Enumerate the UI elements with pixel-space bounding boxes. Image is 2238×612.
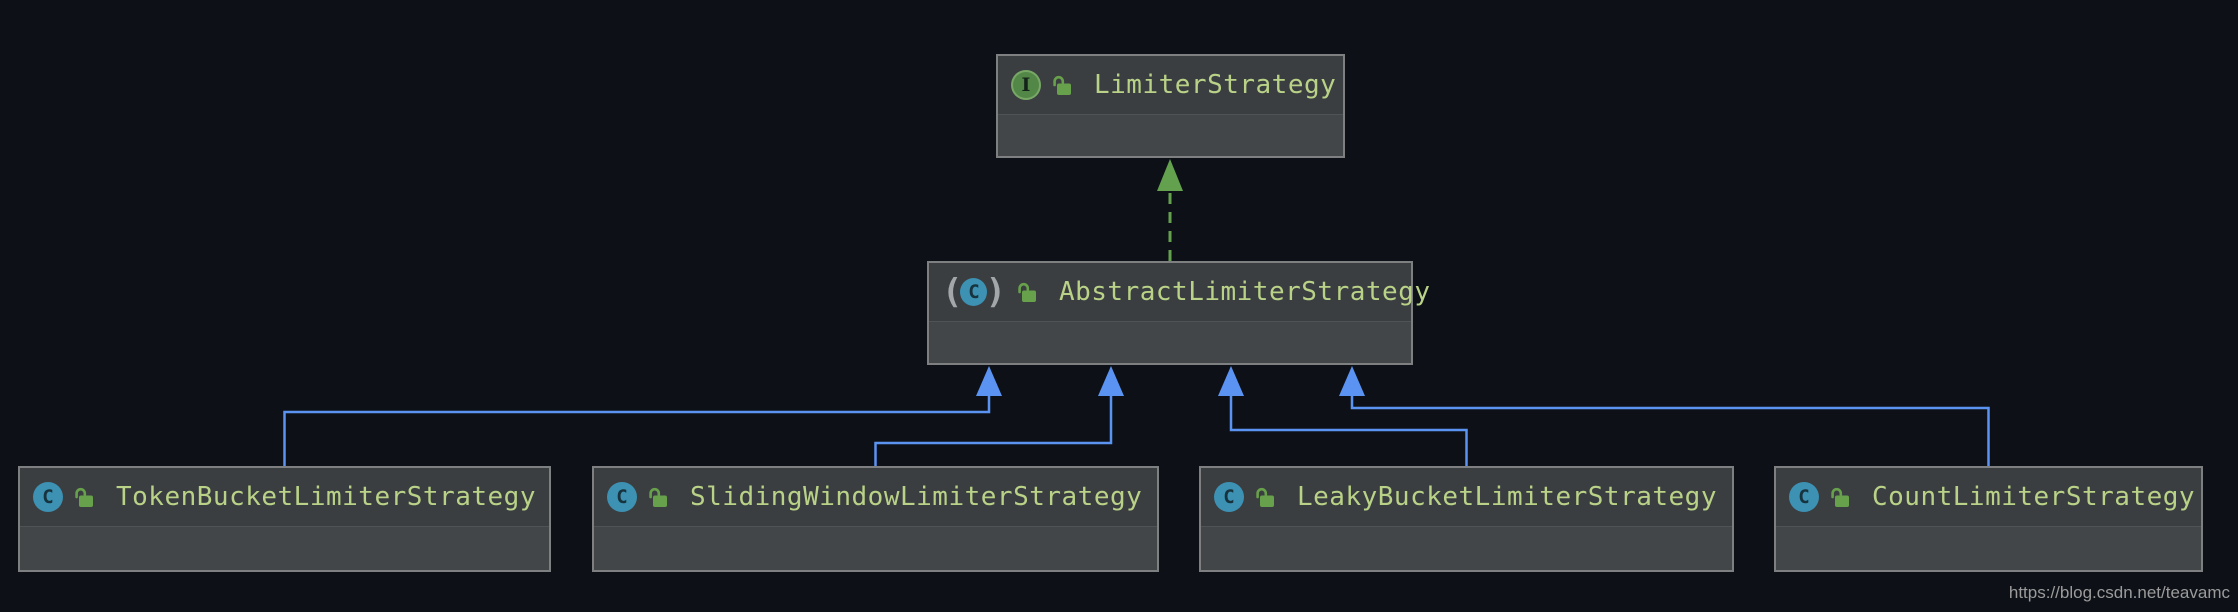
implements-arrowhead-icon	[1157, 159, 1183, 191]
extends-arrowhead-icon	[976, 366, 1002, 396]
node-title: LeakyBucketLimiterStrategy	[1297, 482, 1717, 512]
node-header: ( C ) AbstractLimiterStrategy	[929, 263, 1430, 322]
abstract-paren: (	[942, 272, 963, 312]
class-icon: C	[33, 482, 63, 512]
edge-extends-tokenbucket	[283, 395, 991, 466]
edge-extends-count	[1350, 395, 1990, 466]
class-node-limiterstrategy[interactable]: I LimiterStrategy	[996, 54, 1345, 158]
public-unlocked-icon	[1018, 282, 1036, 302]
class-icon: C	[607, 482, 637, 512]
public-unlocked-icon	[1256, 487, 1274, 507]
node-body	[998, 115, 1343, 156]
node-header: C LeakyBucketLimiterStrategy	[1201, 468, 1732, 527]
node-header: I LimiterStrategy	[998, 56, 1343, 115]
extends-arrowhead-icon	[1098, 366, 1124, 396]
public-unlocked-icon	[649, 487, 667, 507]
class-node-countlimiterstrategy[interactable]: C CountLimiterStrategy	[1774, 466, 2203, 572]
watermark-url: https://blog.csdn.net/teavamc	[2008, 583, 2230, 602]
node-title: SlidingWindowLimiterStrategy	[690, 482, 1143, 512]
node-body	[929, 322, 1411, 363]
class-node-slidingwindowlimiterstrategy[interactable]: C SlidingWindowLimiterStrategy	[592, 466, 1159, 572]
class-node-abstractlimiterstrategy[interactable]: ( C ) AbstractLimiterStrategy	[927, 261, 1430, 365]
node-header: C TokenBucketLimiterStrategy	[20, 468, 549, 527]
class-node-leakybucketlimiterstrategy[interactable]: C LeakyBucketLimiterStrategy	[1199, 466, 1734, 572]
node-body	[594, 527, 1157, 570]
public-unlocked-icon	[1831, 487, 1849, 507]
edge-extends-slidingwindow	[874, 395, 1113, 466]
node-body	[1201, 527, 1732, 570]
node-title: CountLimiterStrategy	[1872, 482, 2196, 512]
extends-arrowhead-icon	[1339, 366, 1365, 396]
node-title: AbstractLimiterStrategy	[1058, 277, 1431, 307]
class-icon: C	[1214, 482, 1244, 512]
class-node-tokenbucketlimiterstrategy[interactable]: C TokenBucketLimiterStrategy	[18, 466, 551, 572]
node-title: LimiterStrategy	[1094, 70, 1337, 100]
node-body	[1776, 527, 2201, 570]
class-icon: C	[1789, 482, 1819, 512]
node-body	[20, 527, 549, 570]
node-title: TokenBucketLimiterStrategy	[116, 482, 536, 512]
node-header: C CountLimiterStrategy	[1776, 468, 2201, 527]
extends-arrowhead-icon	[1218, 366, 1244, 396]
class-letter: C	[960, 278, 988, 306]
interface-icon: I	[1011, 70, 1041, 100]
public-unlocked-icon	[1053, 75, 1071, 95]
node-header: C SlidingWindowLimiterStrategy	[594, 468, 1157, 527]
public-unlocked-icon	[75, 487, 93, 507]
edge-extends-leakybucket	[1229, 395, 1468, 466]
abstract-class-icon: ( C )	[942, 272, 1006, 312]
abstract-paren: )	[985, 272, 1006, 312]
